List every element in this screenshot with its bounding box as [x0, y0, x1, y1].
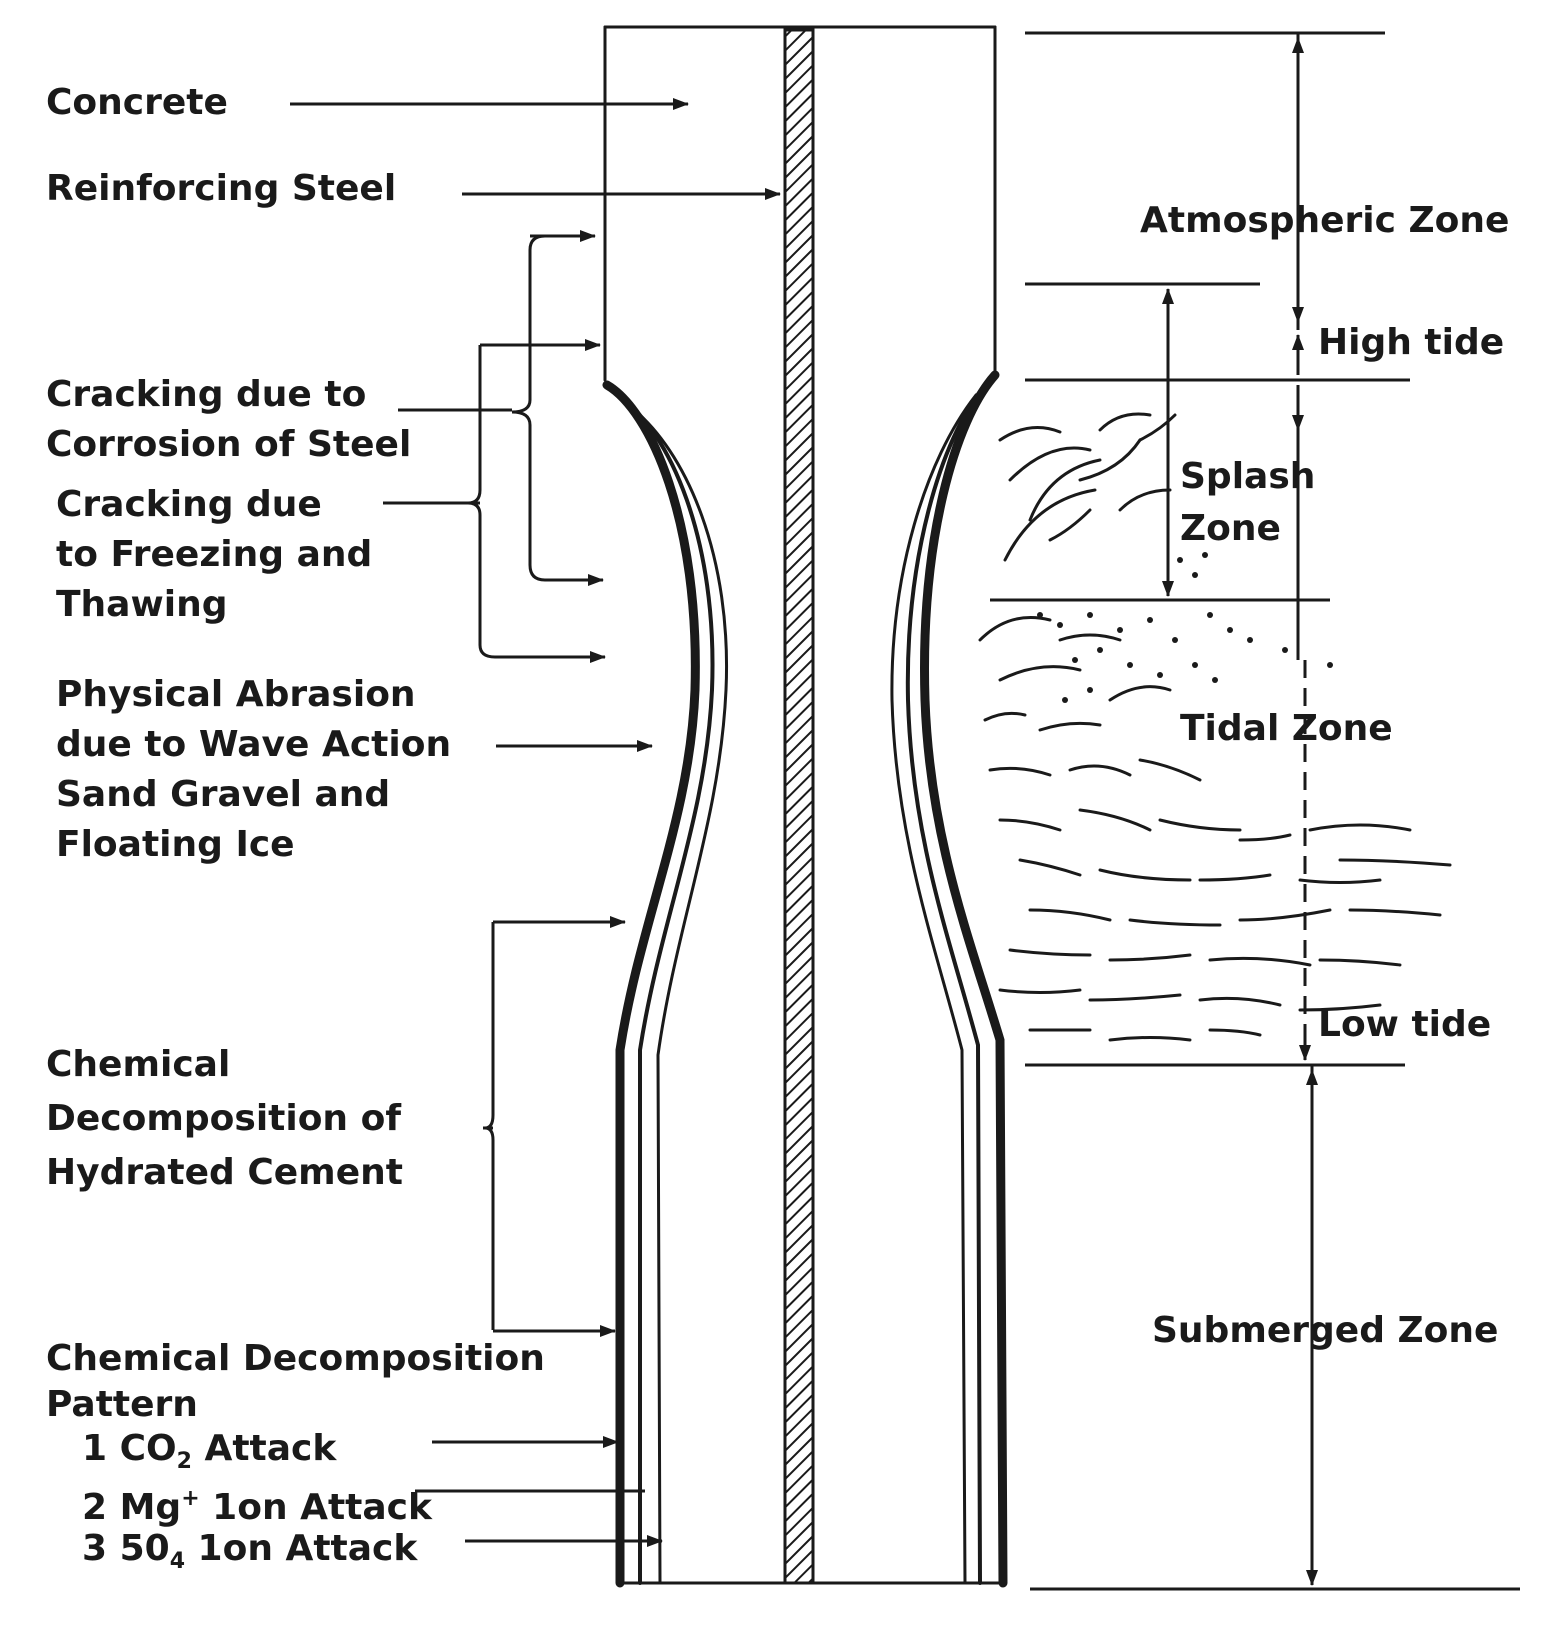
attack-2-prefix: 2 Mg: [82, 1487, 182, 1528]
wave-strokes: [978, 412, 1452, 1042]
chemical-decomposition-line-3: Hydrated Cement: [46, 1152, 403, 1193]
chemical-decomposition-line-1: Chemical: [46, 1044, 231, 1085]
low-tide-label: Low tide: [1318, 1004, 1492, 1045]
attack-3-suffix: 1on Attack: [185, 1528, 418, 1569]
abrasion-line-4: Floating Ice: [56, 824, 295, 865]
abrasion-line-2: due to Wave Action: [56, 724, 452, 765]
attack-3-prefix: 3 50: [82, 1528, 170, 1569]
corrosion-bracket: [511, 234, 595, 582]
pile-right-eroded-outer: [920, 370, 1008, 1588]
attack-2-suffix: 1on Attack: [199, 1487, 432, 1528]
cracking-freezing-line-2: to Freezing and: [56, 534, 373, 575]
pattern-line-2: Pattern: [46, 1384, 198, 1425]
pile-left-eroded-inner: [615, 393, 715, 1585]
abrasion-line-1: Physical Abrasion: [56, 674, 416, 715]
label-pointers: [290, 98, 781, 1547]
reinforcing-steel-label: Reinforcing Steel: [46, 168, 397, 209]
attack-2-superscript: +: [181, 1486, 200, 1511]
splash-zone-line-1: Splash: [1180, 456, 1316, 497]
attack-1-prefix: 1 CO: [82, 1428, 177, 1469]
pile-left-eroded-outer: [602, 380, 700, 1588]
attack-3-label: 3 504 1on Attack: [82, 1524, 417, 1587]
freezing-bracket: [467, 345, 496, 659]
concrete-label: Concrete: [46, 82, 228, 123]
pile: [602, 25, 1008, 1588]
tidal-zone-label: Tidal Zone: [1180, 708, 1393, 749]
cracking-corrosion-line-2: Corrosion of Steel: [46, 424, 412, 465]
splash-zone-line-2: Zone: [1180, 508, 1281, 549]
cracking-corrosion-line-1: Cracking due to: [46, 374, 367, 415]
chemical-bracket: [484, 922, 495, 1330]
pile-left-eroded-inner2: [626, 403, 729, 1585]
attack-3-subscript: 4: [169, 1549, 185, 1574]
zone-dimensions: [990, 31, 1520, 1591]
attack-1-label: 1 CO2 Attack: [82, 1424, 336, 1487]
atmospheric-zone-label: Atmospheric Zone: [1140, 200, 1510, 241]
cracking-freezing-line-3: Thawing: [56, 584, 228, 625]
attack-2-label: 2 Mg+ 1on Attack: [82, 1474, 432, 1533]
pile-right-eroded-inner2: [890, 393, 978, 1585]
cracking-freezing-line-1: Cracking due: [56, 484, 322, 525]
pattern-line-1: Chemical Decomposition: [46, 1338, 545, 1379]
high-tide-label: High tide: [1318, 322, 1505, 363]
reinforcing-steel-bar: [783, 28, 815, 1585]
abrasion-line-3: Sand Gravel and: [56, 774, 391, 815]
submerged-zone-label: Submerged Zone: [1152, 1310, 1499, 1351]
attack-1-suffix: Attack: [191, 1428, 337, 1469]
chemical-decomposition-line-2: Decomposition of: [46, 1098, 401, 1139]
spray-dots: [1037, 552, 1333, 703]
pile-right-eroded-inner: [905, 383, 987, 1585]
attack-1-subscript: 2: [176, 1449, 192, 1474]
